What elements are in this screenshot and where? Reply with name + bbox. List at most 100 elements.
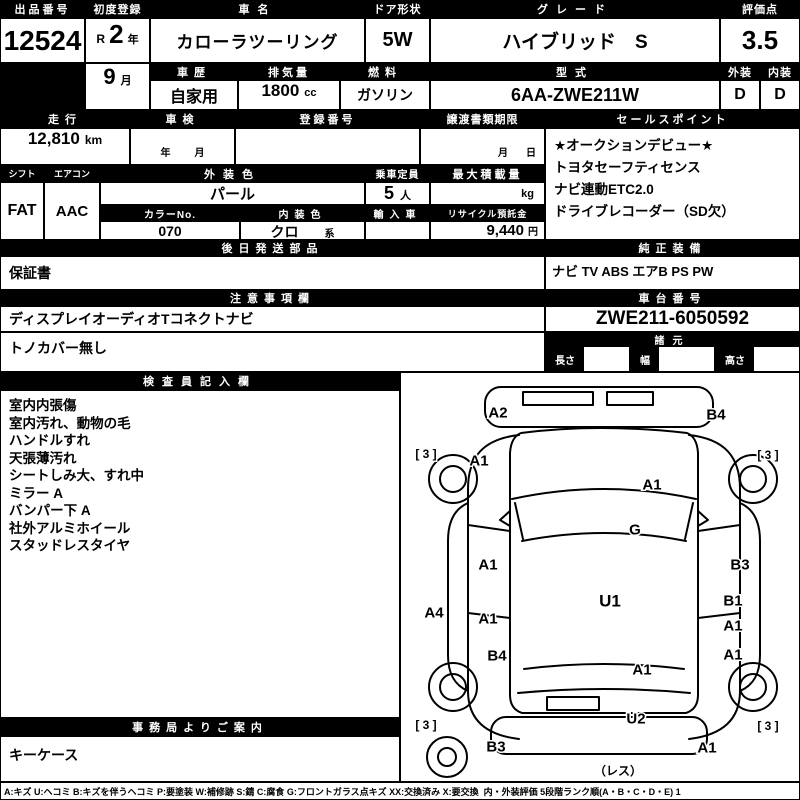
fuel-header: 燃料 xyxy=(340,63,430,80)
int-color-cell: クロ 系 xyxy=(240,221,365,240)
transfer-deadline-header: 譲渡書類期限 xyxy=(420,110,545,128)
recycle-deposit-cell: 9,440 円 xyxy=(430,221,545,240)
era-letter: R xyxy=(96,32,106,46)
inspection-header: 車検 xyxy=(130,110,235,128)
notes-line1: ディスプレイオーディオTコネクトナビ xyxy=(0,306,545,332)
int-color-suffix: 系 xyxy=(324,229,335,240)
inspector-item: 室内内張傷 xyxy=(9,398,77,413)
recycle-unit: 円 xyxy=(528,227,538,238)
model-header: 型式 xyxy=(430,63,720,80)
damage-mark: [ 3 ] xyxy=(415,447,436,461)
damage-mark: A1 xyxy=(632,662,651,679)
recycle-deposit-header: リサイクル預託金 xyxy=(430,205,545,221)
wheels xyxy=(428,454,778,712)
damage-mark: B4 xyxy=(706,407,726,424)
inspector-header: 検査員記入欄 xyxy=(0,372,400,390)
exhibit-no-header: 出品番号 xyxy=(0,0,85,18)
shift-header: シフト xyxy=(0,165,44,182)
damage-mark: [ 3 ] xyxy=(757,719,778,733)
history-value: 自家用 xyxy=(150,80,238,110)
grade-header: グレード xyxy=(430,0,720,18)
displacement-value: 1800 xyxy=(261,81,300,100)
chassis-no-header: 車台番号 xyxy=(545,290,800,306)
damage-mark: B4 xyxy=(487,648,507,665)
damage-mark: （レス） xyxy=(594,763,642,778)
month-unit-label: 月 xyxy=(120,75,132,87)
registration-no-header: 登録番号 xyxy=(235,110,420,128)
legend-text: A:キズ U:ヘコミ B:キズを伴うヘコミ P:要塗装 W:補修跡 S:錆 C:… xyxy=(0,782,800,800)
dimensions-header: 諸元 xyxy=(545,332,800,346)
inspection-cell: 年 月 xyxy=(130,128,235,165)
score-value: 3.5 xyxy=(720,18,800,63)
exhibit-no-value: 12524 xyxy=(0,18,85,63)
genuine-equipment-header: 純正装備 xyxy=(545,240,800,256)
height-label: 高さ xyxy=(716,347,754,371)
damage-mark: A1 xyxy=(723,647,742,664)
inspector-item: 室内汚れ、動物の毛 xyxy=(9,415,131,431)
later-parts-value: 保証書 xyxy=(0,256,545,290)
dimension-length-cell: 長さ xyxy=(545,346,630,372)
sales-points-header: セールスポイント xyxy=(545,110,800,128)
displacement-cell: 1800 cc xyxy=(238,80,340,110)
recycle-value: 9,440 xyxy=(486,222,524,239)
car-name-header: 車名 xyxy=(150,0,365,18)
length-label: 長さ xyxy=(546,347,584,371)
width-label: 幅 xyxy=(631,347,659,371)
inspector-item: スタッドレスタイヤ xyxy=(9,538,131,553)
first-reg-year-cell: R 2 年 xyxy=(85,18,150,63)
ext-color-value: パール xyxy=(100,182,365,205)
inspector-list: 室内内張傷 室内汚れ、動物の毛 ハンドルすれ 天張薄汚れ シートしみ大、すれ中 … xyxy=(0,390,400,718)
sales-point-line: ドライブレコーダー（SD欠） xyxy=(554,204,735,219)
exterior-grade-header: 外装 xyxy=(720,63,760,80)
side-panels xyxy=(447,434,761,740)
max-load-header: 最大積載量 xyxy=(430,165,545,182)
damage-mark: B3 xyxy=(730,557,749,574)
door-shape-value: 5W xyxy=(365,18,430,63)
mileage-cell: 12,810 km xyxy=(0,128,130,165)
genuine-equipment-value: ナビ TV ABS エアB PS PW xyxy=(545,256,800,290)
notes-header: 注意事項欄 xyxy=(0,290,545,306)
later-parts-header: 後日発送部品 xyxy=(0,240,545,256)
inspector-item: シートしみ大、すれ中 xyxy=(9,468,144,483)
displacement-unit: cc xyxy=(304,87,317,99)
dimension-width-cell: 幅 xyxy=(630,346,715,372)
rear-bumper xyxy=(490,716,708,755)
shift-value: FAT xyxy=(0,182,44,240)
capacity-unit: 人 xyxy=(400,190,411,202)
import-car-header: 輸入車 xyxy=(365,205,430,221)
mileage-value: 12,810 xyxy=(27,129,80,148)
inspector-item: ハンドルすれ xyxy=(9,433,90,448)
damage-mark: A1 xyxy=(723,618,742,635)
transfer-month-unit: 月 xyxy=(498,148,508,159)
color-no-header: カラーNo. xyxy=(100,205,240,221)
damage-mark: G xyxy=(629,522,641,539)
int-color-value: クロ xyxy=(270,224,299,240)
damage-mark: A1 xyxy=(469,453,488,470)
capacity-header: 乗車定員 xyxy=(365,165,430,182)
spare-wheel xyxy=(426,736,468,778)
exhibit-barcode-area xyxy=(0,63,85,110)
damage-mark: [ 3 ] xyxy=(757,448,778,462)
damage-mark: A1 xyxy=(697,740,716,757)
damage-mark: U2 xyxy=(626,711,645,728)
mileage-header: 走行 xyxy=(0,110,130,128)
sales-point-line: ナビ連動ETC2.0 xyxy=(554,182,654,197)
transfer-deadline-cell: 月 日 xyxy=(420,128,545,165)
front-bumper xyxy=(484,386,714,428)
damage-mark: B3 xyxy=(486,739,505,756)
fuel-value: ガソリン xyxy=(340,80,430,110)
first-reg-header: 初度登録 xyxy=(85,0,150,18)
year-unit-label: 年 xyxy=(127,34,139,46)
damage-mark: A1 xyxy=(478,557,497,574)
inspector-item: ミラー A xyxy=(9,485,63,501)
inspector-item: 天張薄汚れ xyxy=(9,450,77,466)
interior-grade-value: D xyxy=(760,80,800,110)
car-name-value: カローラツーリング xyxy=(150,18,365,63)
inspection-year-unit: 年 xyxy=(160,148,171,159)
int-color-header: 内装色 xyxy=(240,205,365,221)
sales-points-cell: ★オークションデビュー★ トヨタセーフティセンス ナビ連動ETC2.0 ドライブ… xyxy=(545,128,800,240)
first-reg-month: 9 xyxy=(103,64,116,89)
car-body xyxy=(499,427,709,714)
damage-mark: B1 xyxy=(723,593,742,610)
